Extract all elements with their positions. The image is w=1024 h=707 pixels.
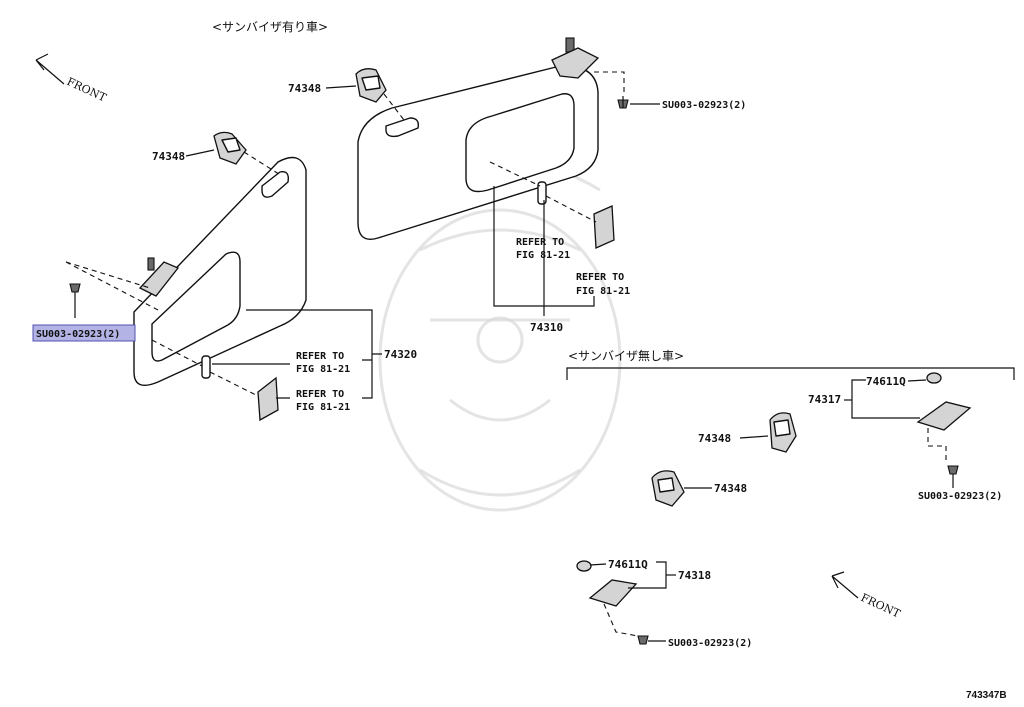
refer-right-2a: REFER TO bbox=[576, 272, 624, 283]
screw-right-bottom bbox=[637, 635, 649, 645]
refer-left-2b: FIG 81-21 bbox=[296, 402, 350, 413]
label-74320: 74320 bbox=[384, 348, 417, 361]
without-visor-bracket bbox=[566, 367, 1015, 380]
screw-left bbox=[69, 283, 81, 318]
refer-right-1b: FIG 81-21 bbox=[516, 250, 570, 261]
front-arrow-bottom: FRONT bbox=[831, 571, 903, 621]
label-74348-a: 74348 bbox=[152, 150, 185, 163]
front-arrow-top: FRONT bbox=[35, 53, 109, 105]
highlight-box bbox=[32, 324, 136, 342]
holder-74318 bbox=[576, 560, 638, 607]
pin-left bbox=[201, 355, 211, 379]
refer-left-1b: FIG 81-21 bbox=[296, 364, 350, 375]
screw-right-mid bbox=[947, 465, 959, 488]
front-label-top: FRONT bbox=[65, 75, 109, 105]
label-74348-b: 74348 bbox=[288, 82, 321, 95]
label-74611q-a: 74611Q bbox=[866, 375, 906, 388]
label-74317: 74317 bbox=[808, 393, 841, 406]
heading-without-visor: <サンバイザ無し車> bbox=[568, 348, 684, 363]
clip-74348-right bbox=[355, 68, 387, 103]
hinge-right bbox=[551, 37, 600, 79]
clip-74348-nv-a bbox=[769, 412, 797, 453]
label-74348-d: 74348 bbox=[714, 482, 747, 495]
holder-74317 bbox=[916, 372, 972, 431]
front-arrow-top-icon bbox=[35, 53, 65, 85]
refer-left-2a: REFER TO bbox=[296, 389, 344, 400]
label-74611q-b: 74611Q bbox=[608, 558, 648, 571]
label-74318: 74318 bbox=[678, 569, 711, 582]
front-arrow-bottom-icon bbox=[831, 571, 859, 599]
label-screw-left[interactable]: SU003-02923(2) bbox=[36, 329, 120, 340]
label-screw-right-bottom: SU003-02923(2) bbox=[668, 638, 752, 649]
right-sun-visor bbox=[357, 65, 599, 240]
front-label-bottom: FRONT bbox=[859, 591, 903, 621]
refer-right-2b: FIG 81-21 bbox=[576, 286, 630, 297]
label-74348-c: 74348 bbox=[698, 432, 731, 445]
pin-right bbox=[537, 181, 547, 205]
label-screw-right-mid: SU003-02923(2) bbox=[918, 491, 1002, 502]
label-74310: 74310 bbox=[530, 321, 563, 334]
label-screw-right-top: SU003-02923(2) bbox=[662, 100, 746, 111]
heading-with-visor: <サンバイザ有り車> bbox=[212, 20, 328, 34]
mirror-pad-right bbox=[593, 205, 615, 249]
mirror-pad-left bbox=[257, 376, 279, 422]
figure-id: 743347B bbox=[966, 690, 1007, 701]
refer-right-1a: REFER TO bbox=[516, 237, 564, 248]
left-sun-visor bbox=[133, 156, 307, 386]
screw-right-top bbox=[617, 96, 629, 109]
clip-74348-left bbox=[213, 131, 247, 165]
clip-74348-nv-b bbox=[651, 470, 685, 507]
refer-left-1a: REFER TO bbox=[296, 351, 344, 362]
